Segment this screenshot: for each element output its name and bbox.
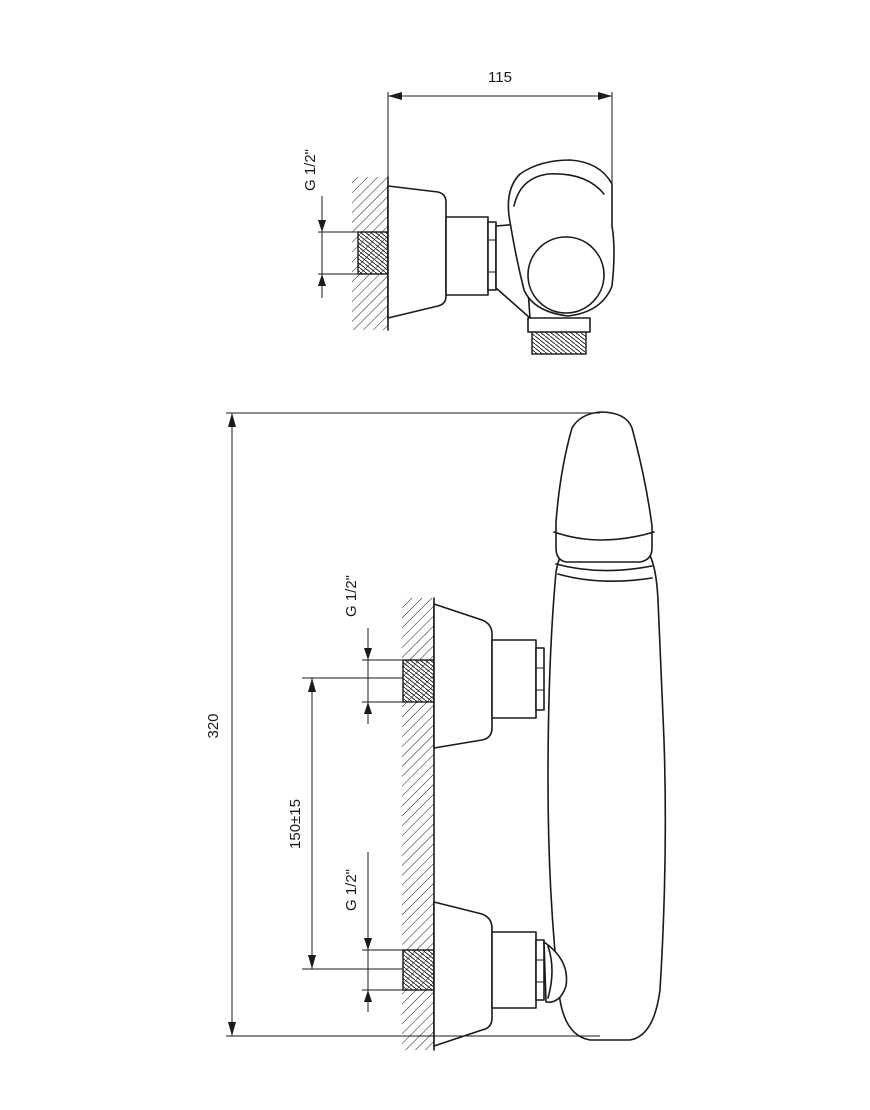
top-holder-ring [527,236,605,314]
front-upper-thread [402,659,435,703]
dim-width-label: 115 [488,69,512,86]
top-thread-label: G 1/2" [302,149,319,191]
mixer-handle [555,411,653,563]
front-lower-escutcheon [433,901,493,1047]
front-upper-escutcheon [433,603,493,749]
top-thread-nipple [357,231,389,275]
front-upper-thread-label: G 1/2" [343,575,360,617]
front-lower-thread [402,949,435,991]
front-lower-thread-label: G 1/2" [343,869,360,911]
mixer-body [547,549,667,1041]
top-escutcheon [387,185,447,319]
dim-spacing-label: 150±15 [287,799,304,849]
dim-height-label: 320 [205,713,222,738]
front-view: 320 150±15 G 1/2" G 1/2" [205,411,667,1051]
top-view: 115 G 1/2" [302,69,615,355]
top-outlet-thread [531,329,587,355]
top-connector [445,216,489,296]
